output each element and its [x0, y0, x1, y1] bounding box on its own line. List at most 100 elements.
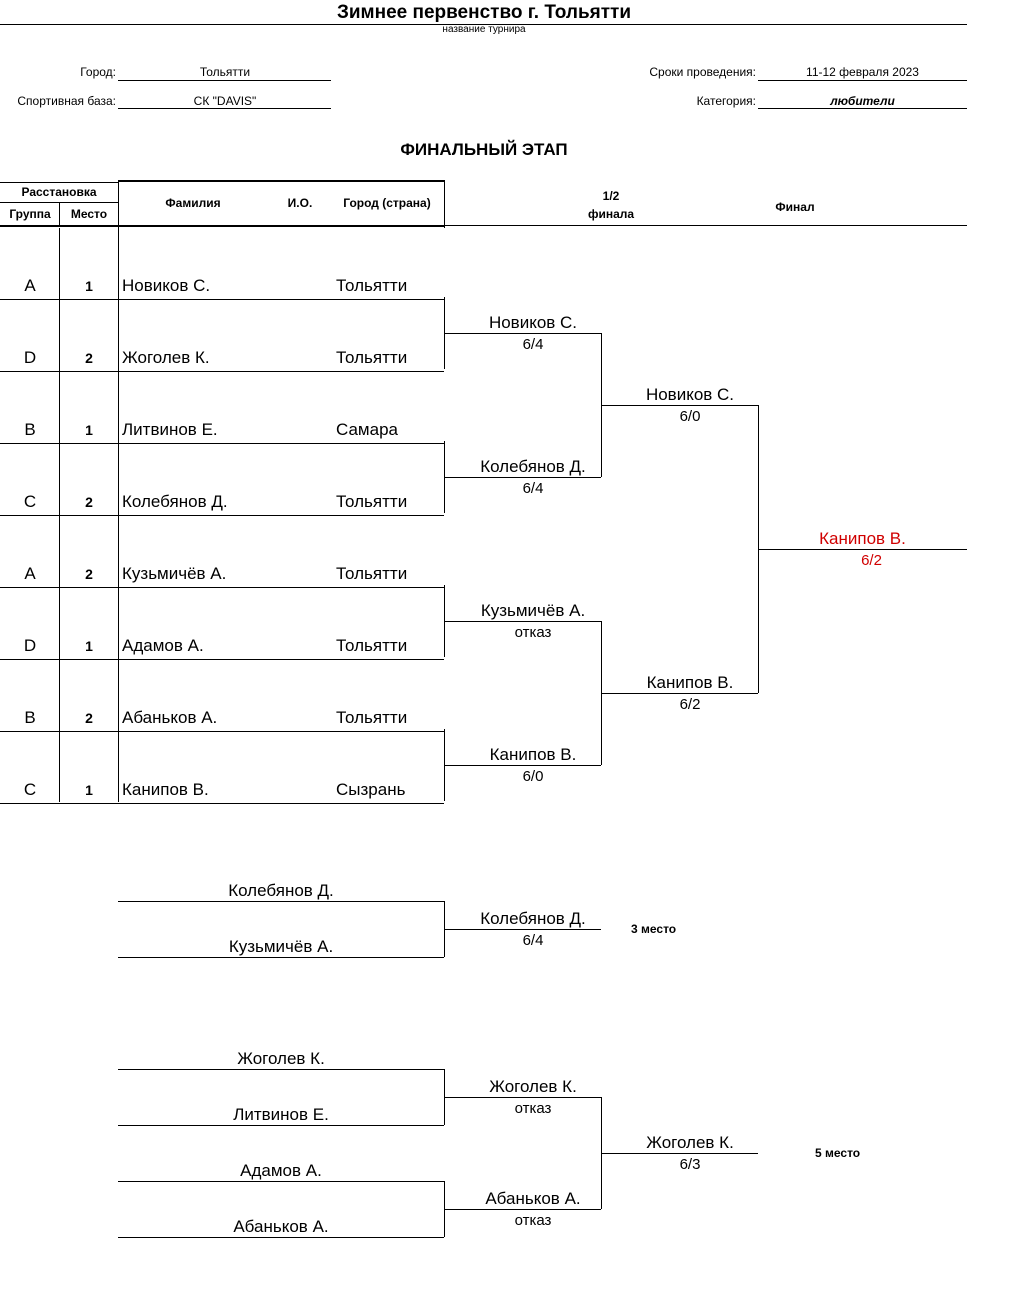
- fifth-p3-line: [118, 1181, 444, 1182]
- sf2-line: [601, 693, 758, 694]
- header-bottom-bold: [0, 225, 444, 227]
- qf1-score: 6/4: [522, 336, 544, 353]
- city-label: Город:: [80, 65, 116, 79]
- group-header: Группа: [9, 207, 51, 221]
- base-value: СК "DAVIS": [193, 94, 257, 108]
- row-line: [0, 659, 444, 660]
- city-value: Тольятти: [199, 65, 251, 79]
- sf1-line: [601, 405, 758, 406]
- final-header: Финал: [775, 200, 815, 214]
- fifth-r1-line: [444, 1097, 601, 1098]
- tournament-subtitle: название турнира: [442, 24, 526, 35]
- row-line: [0, 299, 444, 300]
- category-label: Категория:: [696, 94, 756, 108]
- player-group: D: [23, 348, 37, 367]
- base-underline: [118, 108, 331, 109]
- fifth-final-line: [601, 1153, 758, 1154]
- table-line-name: [118, 228, 119, 802]
- fifth-place-label: 5 место: [815, 1146, 861, 1160]
- fifth-p4: Абаньков А.: [233, 1217, 329, 1236]
- player-name: Литвинов Е.: [122, 420, 218, 439]
- sf1-winner: Новиков С.: [645, 385, 735, 404]
- player-group: D: [23, 636, 37, 655]
- fifth-p3: Адамов А.: [240, 1161, 322, 1180]
- fifth-r1-winner: Жоголев К.: [489, 1077, 577, 1096]
- qf2-line: [444, 477, 601, 478]
- player-name: Канипов В.: [122, 780, 209, 799]
- placement-header: Расстановка: [21, 185, 97, 199]
- sf1-score: 6/0: [679, 408, 701, 425]
- third-p2: Кузьмичёв А.: [228, 937, 334, 956]
- player-group: C: [23, 780, 37, 799]
- player-city: Тольятти: [336, 492, 408, 511]
- tournament-title: Зимнее первенство г. Тольятти: [336, 2, 632, 23]
- player-group: B: [24, 708, 36, 727]
- dates-underline: [758, 80, 967, 81]
- fifth-p1-line: [118, 1069, 444, 1070]
- player-group: A: [24, 564, 36, 583]
- header-top-line: [0, 182, 118, 183]
- fifth-score: 6/3: [679, 1156, 701, 1173]
- third-p2-line: [118, 957, 444, 958]
- third-win-line: [444, 929, 601, 930]
- surname-header: Фамилия: [165, 196, 221, 210]
- third-p1-line: [118, 901, 444, 902]
- qf3-score: отказ: [514, 624, 552, 641]
- city-col-divider: [444, 180, 445, 228]
- fifth-p2: Литвинов Е.: [233, 1105, 329, 1124]
- category-underline: [758, 108, 967, 109]
- sf2-score: 6/2: [679, 696, 701, 713]
- fifth-r2-score: отказ: [514, 1212, 552, 1229]
- player-place: 1: [85, 638, 93, 654]
- qf4-score: 6/0: [522, 768, 544, 785]
- place-header: Место: [70, 207, 108, 221]
- qf4-line: [444, 765, 601, 766]
- row-line: [0, 371, 444, 372]
- player-place: 1: [85, 278, 93, 294]
- qf1-winner: Новиков С.: [488, 313, 578, 332]
- row-line: [0, 587, 444, 588]
- fifth-r2-winner: Абаньков А.: [485, 1189, 581, 1208]
- title-underline: [0, 24, 967, 25]
- third-p1: Колебянов Д.: [228, 881, 334, 900]
- fifth-p1: Жоголев К.: [237, 1049, 325, 1068]
- initials-header: И.О.: [287, 196, 313, 210]
- player-group: A: [24, 276, 36, 295]
- qf4-winner: Канипов В.: [489, 745, 577, 764]
- row-line: [0, 443, 444, 444]
- stage-title: ФИНАЛЬНЫЙ ЭТАП: [400, 140, 568, 159]
- final-winner: Канипов В.: [819, 529, 906, 548]
- third-winner: Колебянов Д.: [480, 909, 586, 928]
- qf3-line: [444, 621, 601, 622]
- player-name: Новиков С.: [122, 276, 211, 295]
- player-group: C: [23, 492, 37, 511]
- player-city: Тольятти: [336, 276, 408, 295]
- header-bottom-line: [444, 225, 967, 226]
- player-name: Колебянов Д.: [122, 492, 228, 511]
- player-place: 1: [85, 782, 93, 798]
- city-underline: [118, 80, 331, 81]
- group-place-divider: [59, 202, 60, 226]
- player-name: Абаньков А.: [122, 708, 218, 727]
- player-city: Тольятти: [336, 636, 408, 655]
- third-score: 6/4: [522, 932, 544, 949]
- sf2-winner: Канипов В.: [646, 673, 734, 692]
- player-place: 1: [85, 422, 93, 438]
- player-city: Самара: [336, 420, 398, 439]
- table-line-group: [59, 228, 60, 802]
- player-place: 2: [85, 494, 93, 510]
- row-line: [0, 731, 444, 732]
- fifth-r2-line: [444, 1209, 601, 1210]
- qf2-winner: Колебянов Д.: [480, 457, 586, 476]
- fifth-p4-line: [118, 1237, 444, 1238]
- player-place: 2: [85, 710, 93, 726]
- player-city: Тольятти: [336, 348, 408, 367]
- player-name: Жоголев К.: [122, 348, 210, 367]
- player-city: Тольятти: [336, 564, 408, 583]
- semi-header-1: 1/2: [602, 189, 620, 203]
- fifth-winner: Жоголев К.: [646, 1133, 734, 1152]
- qf1-line: [444, 333, 601, 334]
- qf2-score: 6/4: [522, 480, 544, 497]
- player-name: Кузьмичёв А.: [122, 564, 227, 583]
- category-value: любители: [830, 94, 895, 108]
